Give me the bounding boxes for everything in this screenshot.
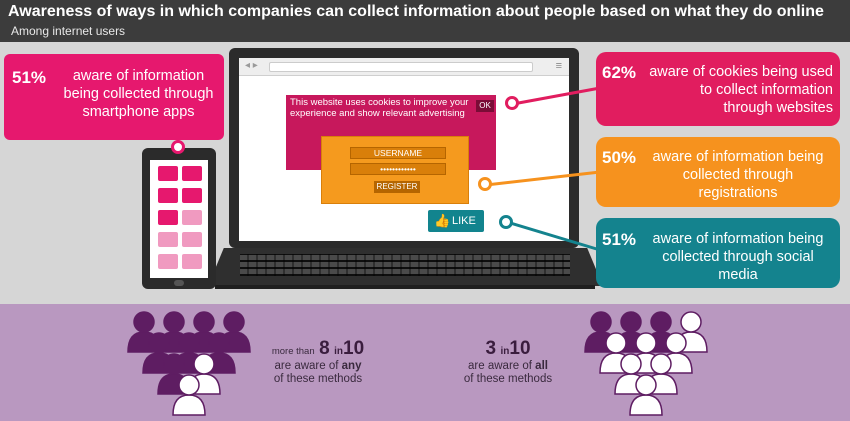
page-title: Awareness of ways in which companies can… — [8, 3, 824, 20]
callout-text: aware of cookies being used to collect i… — [649, 64, 833, 116]
stat-any-methods: more than 8 in10 are aware of any of the… — [258, 338, 378, 386]
register-button: REGISTER — [374, 181, 420, 193]
browser-bar: ◂ ▸ ≡ — [239, 58, 569, 76]
phone-home-button — [174, 280, 184, 286]
thumbs-up-icon: 👍 — [434, 213, 451, 228]
callout-text: aware of information being collected thr… — [652, 149, 824, 201]
person-icon — [629, 374, 663, 416]
callout-percent: 50% — [602, 148, 637, 167]
app-icon — [158, 210, 178, 225]
connector-cookies — [512, 86, 601, 106]
connector-social — [506, 220, 601, 252]
laptop-screen: ◂ ▸ ≡ This website uses cookies to impro… — [239, 58, 569, 241]
stat-line2: of these methods — [463, 373, 553, 385]
marker-ring-cookies — [505, 96, 519, 110]
app-icon — [182, 166, 202, 181]
marker-ring-social — [499, 215, 513, 229]
smartphone-screen — [150, 160, 208, 278]
stat-total: 10 — [343, 338, 365, 359]
stat-line1: are aware of — [468, 360, 532, 372]
stat-number: 8 — [319, 338, 330, 359]
people-group-any — [127, 311, 251, 416]
callout-percent: 62% — [602, 63, 637, 82]
callout-smartphone-apps: 51% aware of information being collected… — [4, 54, 224, 140]
header: Awareness of ways in which companies can… — [0, 0, 850, 42]
stat-line2: of these methods — [273, 373, 363, 385]
stat-prefix: more than — [271, 346, 315, 357]
app-icon — [158, 166, 178, 181]
people-group-all — [584, 311, 708, 416]
laptop-keyboard — [240, 254, 570, 276]
app-icon — [182, 232, 202, 247]
app-icon — [158, 254, 178, 269]
person-icon — [172, 374, 206, 416]
callout-registrations: 50% aware of information being collected… — [596, 137, 840, 207]
registration-form: USERNAME •••••••••••• REGISTER — [321, 136, 469, 204]
stat-total: 10 — [509, 338, 531, 359]
app-icon — [182, 254, 202, 269]
app-icon — [182, 210, 202, 225]
password-field: •••••••••••• — [350, 163, 446, 175]
connector-registrations — [485, 170, 601, 187]
laptop-base-rim — [215, 285, 595, 289]
stat-in: in — [500, 346, 510, 357]
cookie-notice-text: This website uses cookies to improve you… — [290, 97, 469, 119]
like-label: LIKE — [452, 215, 476, 227]
app-icon — [182, 188, 202, 203]
stat-in: in — [334, 346, 343, 357]
stat-emphasis: any — [341, 360, 362, 372]
callout-cookies: 62% aware of cookies being used to colle… — [596, 52, 840, 126]
browser-nav-arrows-icon: ◂ ▸ — [245, 60, 258, 71]
page-subtitle: Among internet users — [11, 24, 126, 38]
callout-percent: 51% — [12, 68, 47, 87]
browser-menu-icon: ≡ — [555, 60, 562, 72]
stat-line1: are aware of — [274, 360, 339, 372]
stat-all-methods: 3 in10 are aware of all of these methods — [458, 338, 558, 386]
callout-text: aware of information being collected thr… — [652, 231, 824, 283]
marker-ring-apps — [171, 140, 185, 154]
username-field: USERNAME — [350, 147, 446, 159]
marker-ring-registrations — [478, 177, 492, 191]
app-icon — [158, 188, 178, 203]
browser-url-bar — [269, 62, 533, 72]
like-button: 👍 LIKE — [428, 210, 484, 232]
callout-percent: 51% — [602, 230, 637, 249]
app-icon — [158, 232, 178, 247]
callout-text: aware of information being collected thr… — [63, 68, 214, 120]
cookie-ok-button: OK — [476, 100, 494, 112]
stat-emphasis: all — [535, 360, 548, 372]
stat-number: 3 — [485, 338, 497, 359]
smartphone — [142, 148, 216, 289]
callout-social-media: 51% aware of information being collected… — [596, 218, 840, 288]
